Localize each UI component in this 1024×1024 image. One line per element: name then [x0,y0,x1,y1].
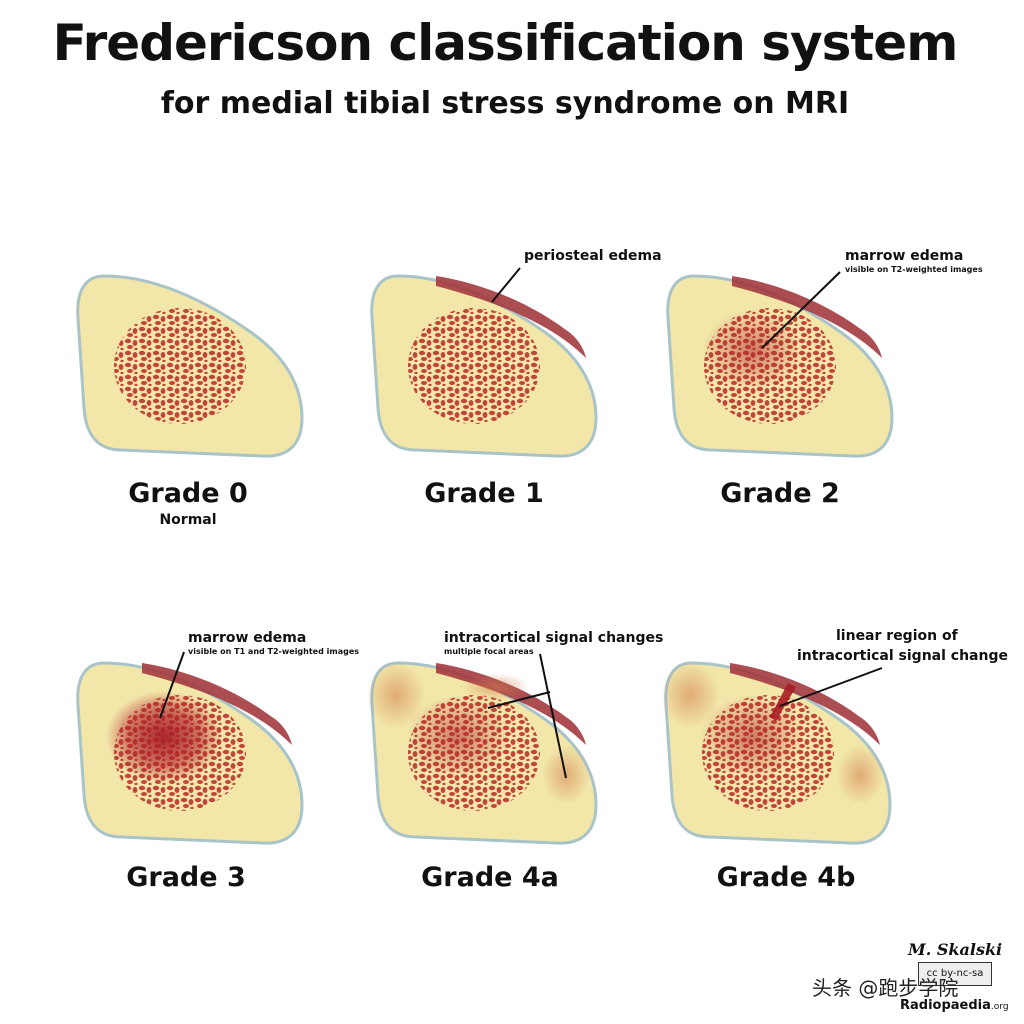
page-subtitle: for medial tibial stress syndrome on MRI [160,86,850,121]
cross-section-grade-2 [666,274,894,458]
marrow-edema [702,310,802,390]
trabecular-bone [114,308,246,424]
grade-label: Grade 2 [720,478,840,509]
cross-section-grade-4a [366,661,598,845]
annotation-marrow-edema: marrow edema [188,630,307,646]
grade-label: Grade 4b [716,862,856,893]
leader-lines [159,267,883,779]
author-signature: M. Skalski [908,940,1003,959]
intracortical-focal-area [462,673,530,701]
annotation-linear-region: intracortical signal change [797,648,1008,664]
grade-note: Normal [159,512,217,528]
trabecular-bone [408,308,540,424]
intracortical-focal-area [366,661,426,729]
watermark: 头条 @跑步学院 [812,976,959,1000]
annotation-linear-region: linear region of [836,628,958,644]
annotation-sub: multiple focal areas [444,647,534,656]
annotation-intracortical: intracortical signal changes [444,630,664,646]
linear-intracortical-signal [770,683,796,721]
annotation-sub: visible on T2-weighted images [845,265,983,274]
periosteal-edema [436,276,586,358]
cross-section-grade-0 [76,274,304,458]
site-name: Radiopaedia [900,998,991,1013]
site-credit: Radiopaedia.org [900,998,1009,1013]
grade-label: Grade 3 [126,862,246,893]
annotation-periosteal-edema: periosteal edema [524,248,662,264]
marrow-edema [106,691,222,783]
grade-label: Grade 4a [421,862,559,893]
cross-section-grade-3 [76,661,304,845]
page-title: Fredericson classification system [52,14,959,72]
annotation-sub: visible on T1 and T2-weighted images [188,647,360,656]
grade-label: Grade 1 [424,478,544,509]
creative-commons-icon: cc by-nc-sa [918,962,992,986]
site-tld: .org [990,1002,1009,1012]
grade-label: Grade 0 [128,478,248,509]
cross-section-grade-4b [660,661,892,845]
annotation-marrow-edema: marrow edema [845,248,964,264]
cross-section-grade-1 [370,274,598,458]
